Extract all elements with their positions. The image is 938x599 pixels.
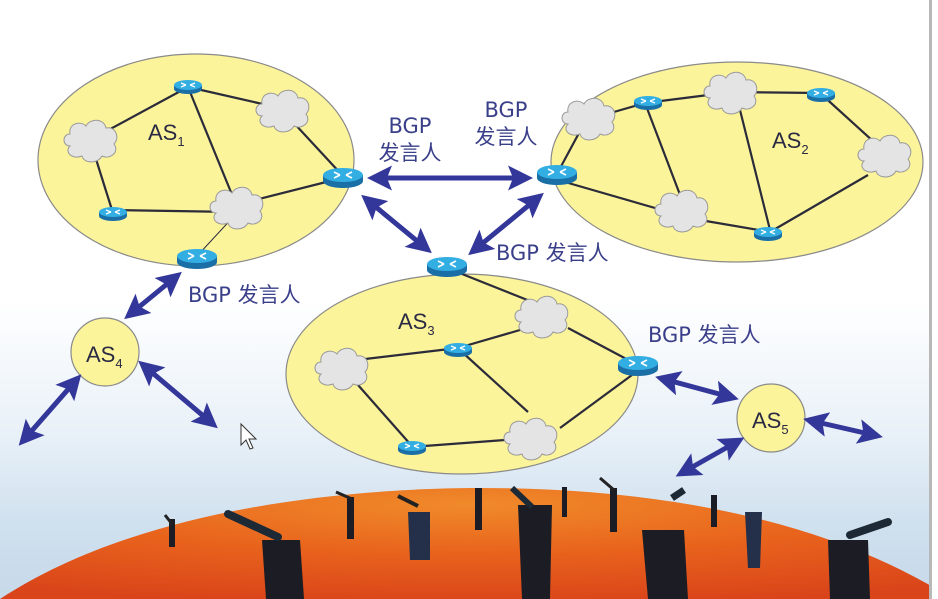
as2-speaker-label-line2: 发言人 xyxy=(475,125,538,149)
as1-label: AS1 xyxy=(148,120,185,149)
as5-node: AS5 xyxy=(736,383,806,453)
as1-router-top xyxy=(173,79,203,95)
as1-speaker-label-line1: BGP xyxy=(389,114,432,138)
as3-top-bgp-speaker-router xyxy=(426,256,468,278)
mouse-cursor-icon xyxy=(240,422,258,450)
window-edge-strip xyxy=(932,0,938,599)
as3-right-bgp-speaker-router xyxy=(617,355,659,377)
as2-router-top xyxy=(633,95,663,111)
as3-top-speaker-label: BGP 发言人 xyxy=(496,241,609,265)
window-edge-border xyxy=(929,0,932,599)
as4-label: AS4 xyxy=(86,342,123,371)
as3-right-speaker-label: BGP 发言人 xyxy=(648,323,761,347)
as1-bottom-speaker-label: BGP 发言人 xyxy=(188,283,301,307)
link-as5-external-right xyxy=(803,412,883,444)
as5-label: AS5 xyxy=(752,408,789,437)
as3-router-center xyxy=(443,342,473,358)
link-as4-external-right xyxy=(138,360,218,429)
as1-router-left xyxy=(98,206,128,222)
link-as1-as4 xyxy=(124,271,182,320)
as1-bgp-speaker-router xyxy=(322,167,364,189)
as2-region: AS2 xyxy=(536,61,924,263)
as2-router-bottom xyxy=(753,226,783,242)
as3-label: AS3 xyxy=(398,309,435,338)
as1-speaker-label-line2: 发言人 xyxy=(379,141,442,165)
as2-bgp-speaker-router xyxy=(536,164,578,186)
as2-label: AS2 xyxy=(772,128,809,157)
link-as2-as3 xyxy=(468,192,544,256)
link-as5-external-left xyxy=(675,437,745,477)
people-with-telescopes xyxy=(163,476,892,599)
link-as1-as3 xyxy=(361,194,432,254)
link-as4-external-left xyxy=(18,374,82,446)
as3-router-bottom xyxy=(397,440,427,456)
bgp-links xyxy=(18,165,883,477)
as4-node: AS4 xyxy=(70,317,140,387)
as1-bottom-bgp-speaker-router xyxy=(176,248,218,270)
link-as3-as5 xyxy=(655,371,739,405)
as2-speaker-label-line1: BGP xyxy=(485,98,528,122)
as3-region: AS3 xyxy=(285,256,659,475)
as2-router-right xyxy=(806,87,836,103)
as1-region: AS1 xyxy=(37,53,364,270)
